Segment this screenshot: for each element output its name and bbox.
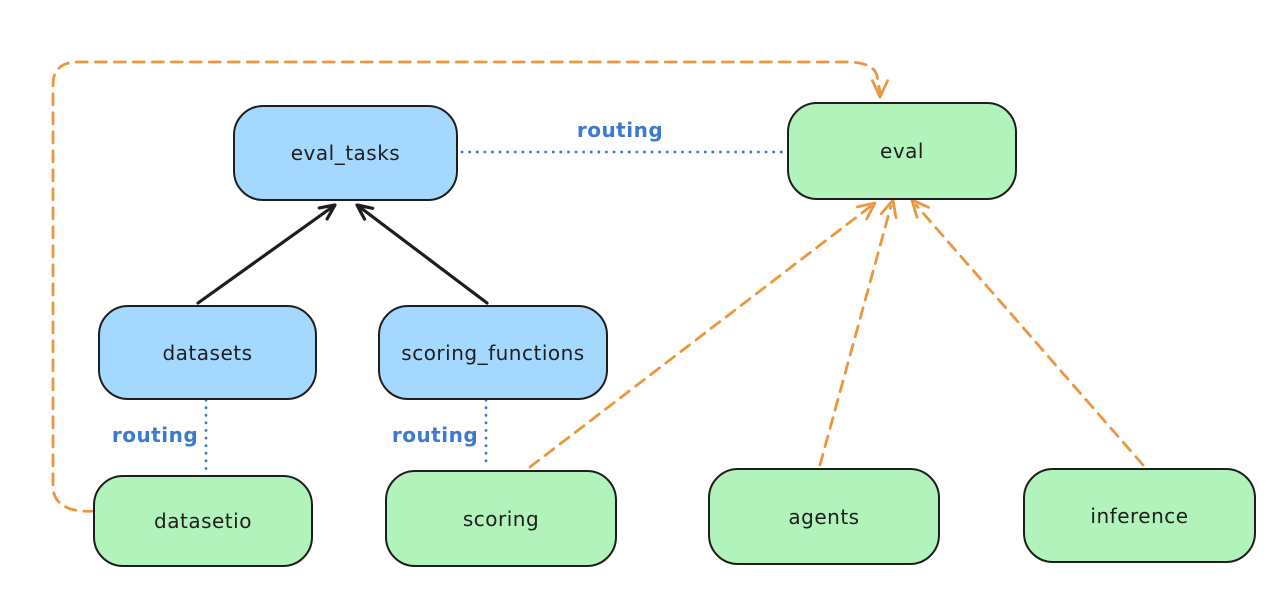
node-inference[interactable]: inference (1023, 468, 1256, 563)
edge-scoring-functions-to-eval-tasks[interactable] (357, 204, 489, 305)
node-datasetio-label: datasetio (154, 509, 252, 533)
arrowhead-scoring-to-eval-icon (856, 201, 877, 221)
edge-label-routing-eval-tasks-eval: routing (576, 118, 664, 142)
node-eval-tasks[interactable]: eval_tasks (233, 105, 458, 201)
node-scoring[interactable]: scoring (385, 470, 617, 567)
edge-agents-to-eval[interactable] (818, 204, 893, 467)
node-scoring-functions-label: scoring_functions (401, 340, 585, 365)
arrowhead-datasets-to-eval-tasks-icon (317, 203, 337, 221)
arrowhead-inference-to-eval-icon (910, 198, 930, 219)
node-scoring-functions[interactable]: scoring_functions (378, 305, 608, 400)
node-eval[interactable]: eval (787, 102, 1017, 200)
edge-scoring-to-eval[interactable] (528, 204, 873, 469)
node-eval-tasks-label: eval_tasks (290, 141, 401, 165)
node-agents[interactable]: agents (708, 468, 940, 565)
edge-datasets-to-eval-tasks[interactable] (196, 204, 335, 305)
arrowhead-datasetio-to-eval-icon (871, 79, 889, 99)
node-datasets-label: datasets (162, 340, 253, 365)
node-scoring-label: scoring (462, 506, 540, 531)
node-eval-label: eval (880, 139, 924, 163)
arrowhead-scoring-functions-to-eval-tasks-icon (355, 203, 375, 221)
node-agents-label: agents (788, 504, 860, 529)
edge-inference-to-eval[interactable] (914, 203, 1145, 467)
edge-label-routing-scoring-functions-scoring: routing (391, 423, 479, 447)
node-inference-label: inference (1090, 503, 1189, 528)
node-datasets[interactable]: datasets (98, 305, 317, 400)
arrowhead-agents-to-eval-icon (879, 198, 898, 220)
edge-datasetio-to-eval-loop[interactable] (51, 60, 882, 513)
node-datasetio[interactable]: datasetio (93, 475, 313, 567)
edge-label-routing-datasets-datasetio: routing (111, 423, 199, 447)
